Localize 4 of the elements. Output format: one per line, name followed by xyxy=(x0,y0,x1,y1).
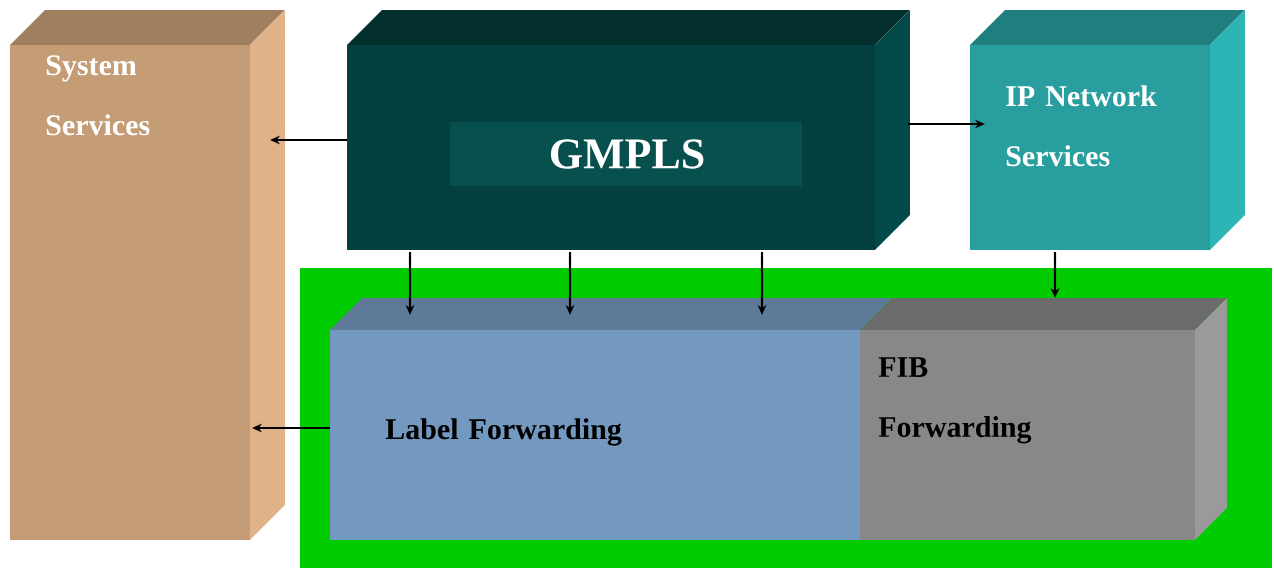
block-box: System Services xyxy=(10,10,285,540)
block-box: FIB Forwarding xyxy=(860,298,1227,540)
block-box: GMPLS xyxy=(347,10,910,250)
block-box: IP Network Services xyxy=(970,10,1245,250)
